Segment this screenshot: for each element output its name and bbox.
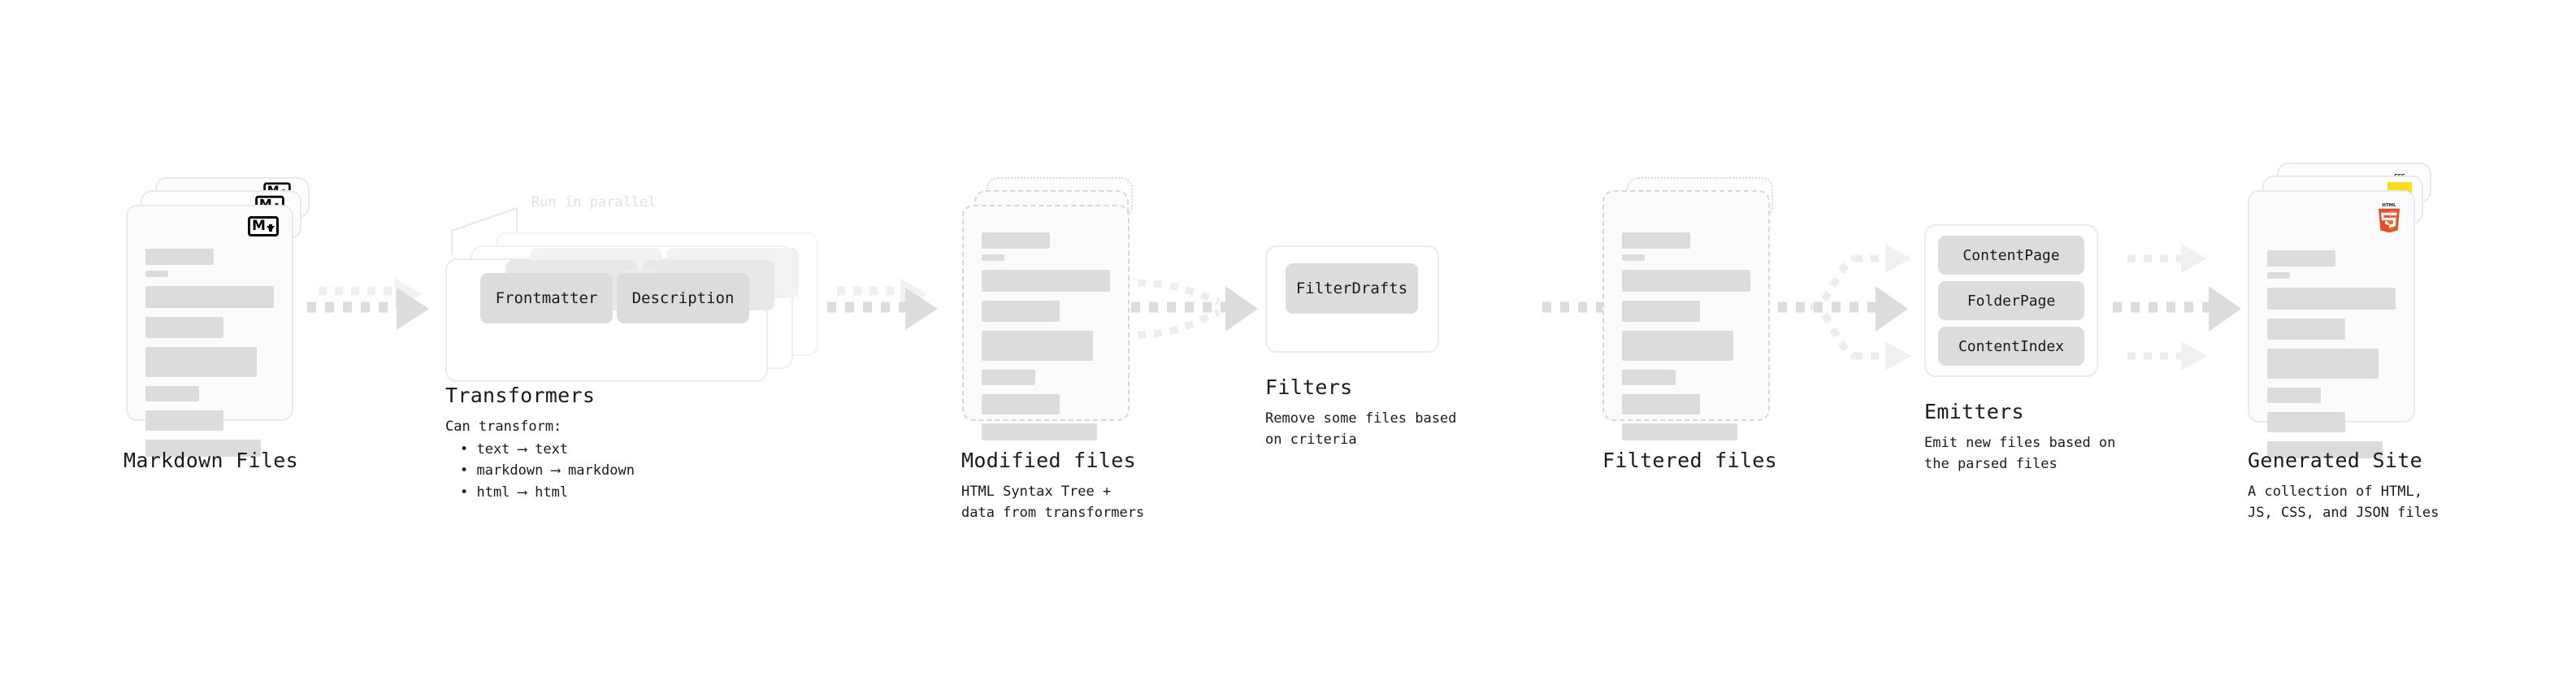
placeholder-line	[982, 370, 1036, 385]
emitter-chip-contentindex[interactable]: ContentIndex	[1938, 327, 2084, 366]
placeholder-line	[2267, 250, 2335, 267]
placeholder-line	[982, 394, 1060, 414]
caption-transformers: Transformers	[445, 384, 596, 407]
stage-generated-site: CSS HTML	[2248, 163, 2443, 458]
stage-modified-files	[962, 177, 1149, 440]
transformers-bullet-list: • text ⟶ text • markdown ⟶ markdown • ht…	[449, 439, 635, 503]
transformer-chip-description[interactable]: Description	[617, 273, 749, 323]
description-modified-files: HTML Syntax Tree + data from transformer…	[961, 484, 1145, 522]
modified-sheet-front	[962, 205, 1130, 440]
transformer-chip-frontmatter[interactable]: Frontmatter	[480, 273, 613, 323]
stage-filtered-files	[1602, 177, 1789, 440]
caption-modified-files: Modified files	[961, 449, 1136, 472]
placeholder-line	[145, 286, 274, 308]
placeholder-line	[982, 270, 1110, 292]
placeholder-line	[2267, 412, 2346, 432]
placeholder-line	[1622, 394, 1701, 414]
placeholder-line	[982, 232, 1050, 249]
placeholder-line	[2267, 349, 2379, 379]
markdown-placeholder-lines	[145, 249, 274, 466]
modified-placeholder-lines	[982, 232, 1110, 449]
parallel-bracket	[451, 206, 518, 255]
description-emitters: Emit new files based on the parsed files	[1924, 435, 2116, 473]
placeholder-line	[982, 331, 1094, 361]
markdown-badge-letter: M	[252, 218, 266, 234]
placeholder-line	[2267, 388, 2322, 403]
placeholder-line	[1622, 232, 1690, 249]
placeholder-line	[2267, 319, 2346, 340]
caption-emitters: Emitters	[1924, 400, 2024, 423]
placeholder-line	[1622, 423, 1738, 440]
placeholder-line	[145, 317, 224, 338]
list-item: • html ⟶ html	[460, 484, 569, 501]
placeholder-line	[1622, 331, 1734, 361]
placeholder-line	[982, 423, 1098, 440]
placeholder-line	[982, 254, 1005, 261]
placeholder-line	[145, 271, 169, 277]
connector-transformers-to-modified	[827, 278, 938, 330]
placeholder-line	[982, 301, 1060, 322]
connector-emitters-to-site	[2113, 244, 2241, 371]
caption-generated-site: Generated Site	[2248, 449, 2422, 472]
description-generated-site: A collection of HTML, JS, CSS, and JSON …	[2248, 484, 2439, 522]
markdown-file-stack: M M M	[126, 177, 313, 457]
filtered-sheet-front	[1602, 190, 1770, 440]
emitter-chip-folderpage[interactable]: FolderPage	[1938, 281, 2084, 320]
connector-md-to-transformers	[307, 278, 429, 330]
placeholder-line	[1622, 301, 1701, 322]
caption-markdown-files: Markdown Files	[124, 449, 298, 472]
placeholder-line	[2267, 272, 2291, 279]
description-transformers: Can transform:	[445, 419, 562, 435]
svg-text:HTML: HTML	[2382, 203, 2396, 208]
placeholder-line	[145, 440, 262, 457]
annotation-run-in-parallel: Run in parallel	[531, 194, 657, 210]
markdown-sheet-front: M	[126, 205, 293, 457]
connector-modified-to-filters	[1131, 279, 1258, 339]
filtered-placeholder-lines	[1622, 232, 1750, 449]
placeholder-line	[2267, 288, 2396, 310]
site-placeholder-lines	[2267, 250, 2396, 467]
placeholder-line	[145, 249, 214, 265]
placeholder-line	[145, 410, 224, 431]
list-item: • markdown ⟶ markdown	[460, 462, 635, 479]
filter-chip-filterdrafts[interactable]: FilterDrafts	[1286, 263, 1418, 314]
placeholder-line	[145, 347, 258, 377]
markdown-icon: M	[248, 216, 279, 236]
html5-icon: HTML	[2378, 203, 2400, 233]
placeholder-line	[1622, 370, 1676, 385]
placeholder-line	[1622, 254, 1646, 261]
connector-filtered-to-emitters	[1778, 244, 1911, 371]
caption-filters: Filters	[1265, 375, 1353, 399]
list-item: • text ⟶ text	[460, 441, 569, 458]
description-filters: Remove some files based on criteria	[1265, 410, 1457, 449]
stage-markdown-files: M M M	[126, 177, 313, 457]
markdown-badge-arrow	[266, 224, 275, 232]
placeholder-line	[1622, 270, 1750, 292]
emitter-chip-contentpage[interactable]: ContentPage	[1938, 236, 2084, 275]
placeholder-line	[2267, 441, 2383, 458]
placeholder-line	[145, 386, 200, 401]
site-sheet-front: HTML	[2248, 190, 2415, 458]
caption-filtered-files: Filtered files	[1602, 449, 1777, 472]
